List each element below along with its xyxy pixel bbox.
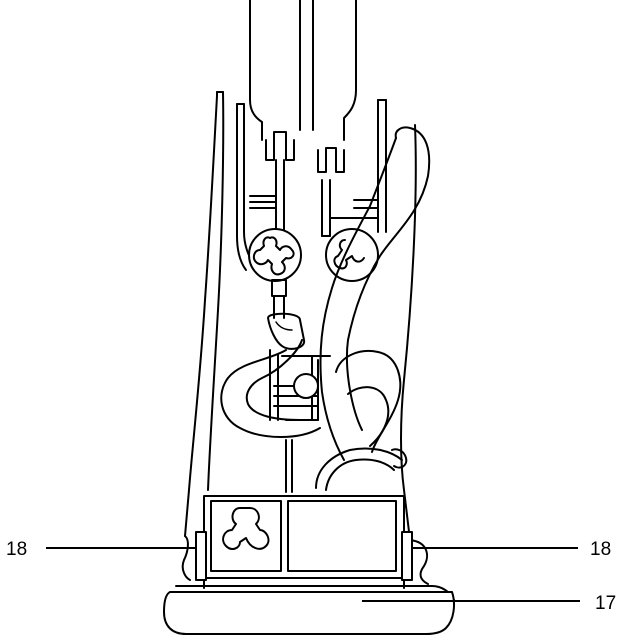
left-terminal-screw (248, 228, 302, 282)
right-rail (329, 99, 387, 233)
upper-arms (249, 0, 357, 141)
callout-left-18: 18 (6, 539, 27, 560)
callout-right-18: 18 (590, 539, 611, 560)
terminal-block (269, 349, 331, 493)
side-clips (195, 531, 413, 581)
callout-17: 17 (595, 593, 616, 614)
base-box (203, 495, 405, 589)
left-wire (220, 279, 321, 438)
right-wire (315, 126, 431, 491)
base-cap (163, 585, 455, 635)
connector-latches (265, 131, 345, 237)
leader-lines (46, 547, 580, 602)
